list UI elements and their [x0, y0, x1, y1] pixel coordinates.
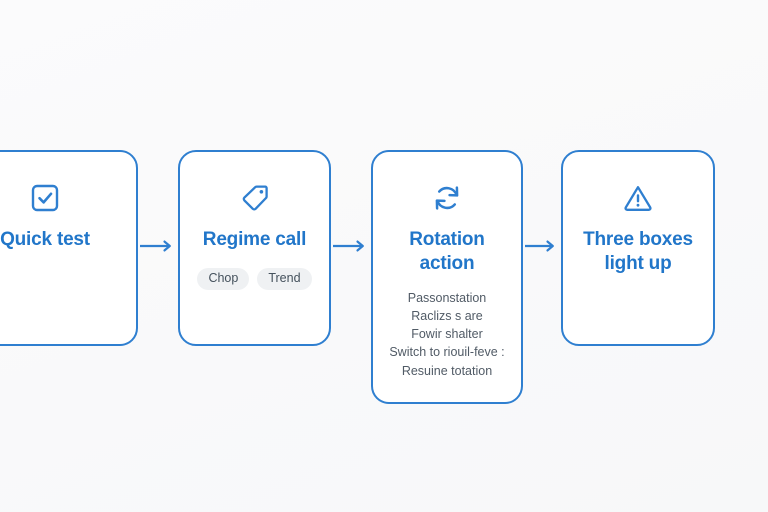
- connector-arrow-2: [333, 239, 369, 253]
- list-item: Fowir shalter: [411, 327, 483, 342]
- flow-step-rotation-action[interactable]: Rotation action Passonstation Raclizs s …: [371, 150, 523, 404]
- flow-step-title: Three boxes light up: [583, 229, 693, 275]
- chip-chop[interactable]: Chop: [197, 268, 250, 290]
- rotation-refresh-icon: [427, 178, 467, 218]
- list-item: Raclizs s are: [411, 308, 483, 323]
- list-item: Resuine totation: [401, 363, 493, 378]
- chip-trend[interactable]: Trend: [257, 268, 312, 290]
- tag-icon: [235, 178, 275, 218]
- rotation-action-detail-list: Passonstation Raclizs s are Fowir shalte…: [373, 289, 521, 380]
- flow-step-three-boxes-light-up[interactable]: Three boxes light up: [561, 150, 715, 346]
- flow-step-title: Rotation action: [409, 229, 485, 275]
- flow-step-quick-test[interactable]: Quick test: [0, 150, 138, 346]
- list-item: Passonstation: [407, 290, 487, 305]
- flow-step-regime-call[interactable]: Regime call Chop Trend: [178, 150, 331, 346]
- regime-chip-group: Chop Trend: [197, 268, 312, 290]
- checkbox-check-icon: [25, 178, 65, 218]
- connector-arrow-1: [140, 239, 176, 253]
- flow-step-title: Quick test: [0, 229, 90, 250]
- flow-step-title: Regime call: [202, 229, 307, 250]
- list-item: Switch to riouil-feve :: [389, 345, 505, 360]
- connector-arrow-3: [525, 239, 559, 253]
- warning-triangle-icon: [618, 178, 658, 218]
